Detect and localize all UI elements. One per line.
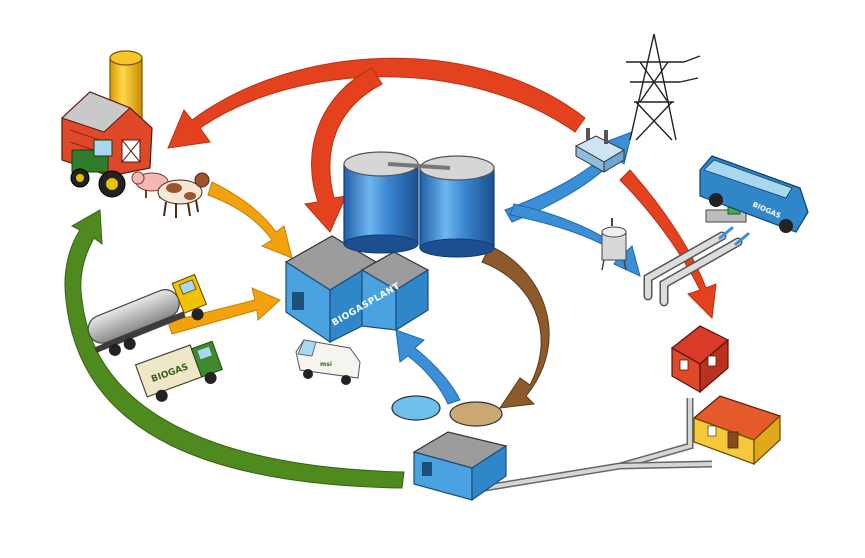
- pipeline-icon: [459, 398, 713, 496]
- red-arrow-to-houses: [619, 169, 717, 320]
- orange-arrow-from-farm: [207, 181, 293, 259]
- biogas-plant-icon: BIOGASPLANT: [284, 235, 430, 344]
- power-generator-icon: [574, 128, 626, 173]
- red-house-icon: [670, 325, 730, 394]
- power-pylon-icon: [626, 33, 701, 141]
- upgrading-vessel-icon: [601, 218, 627, 271]
- yellow-house-icon: [692, 395, 782, 466]
- gas-pipes-icon: [643, 226, 750, 307]
- red-arrow-to-farm: [167, 57, 586, 149]
- blue-arrow-to-upgrading: [509, 203, 641, 277]
- green-arrow-to-farm: [64, 209, 405, 489]
- wastewater-plant-icon: [391, 395, 508, 502]
- farm-group: [61, 50, 210, 218]
- tanker-truck-icon: [87, 273, 208, 356]
- van-sign: msi: [320, 361, 332, 368]
- tractor-icon: [70, 139, 126, 198]
- cow-icon: [157, 172, 210, 218]
- blue-arrow-to-generator: [504, 131, 633, 223]
- blue-arrow-from-wastewater: [395, 329, 461, 405]
- van-icon: msi: [295, 339, 361, 385]
- brown-arrow-to-wastewater: [481, 245, 550, 409]
- garbage-truck-icon: BIOGAS: [134, 340, 224, 402]
- orange-arrow-from-trucks: [167, 287, 281, 335]
- digester-tanks-icon: [343, 151, 495, 258]
- red-arrow-to-plant: [304, 67, 383, 233]
- bus-icon: BIOGAS: [699, 155, 809, 233]
